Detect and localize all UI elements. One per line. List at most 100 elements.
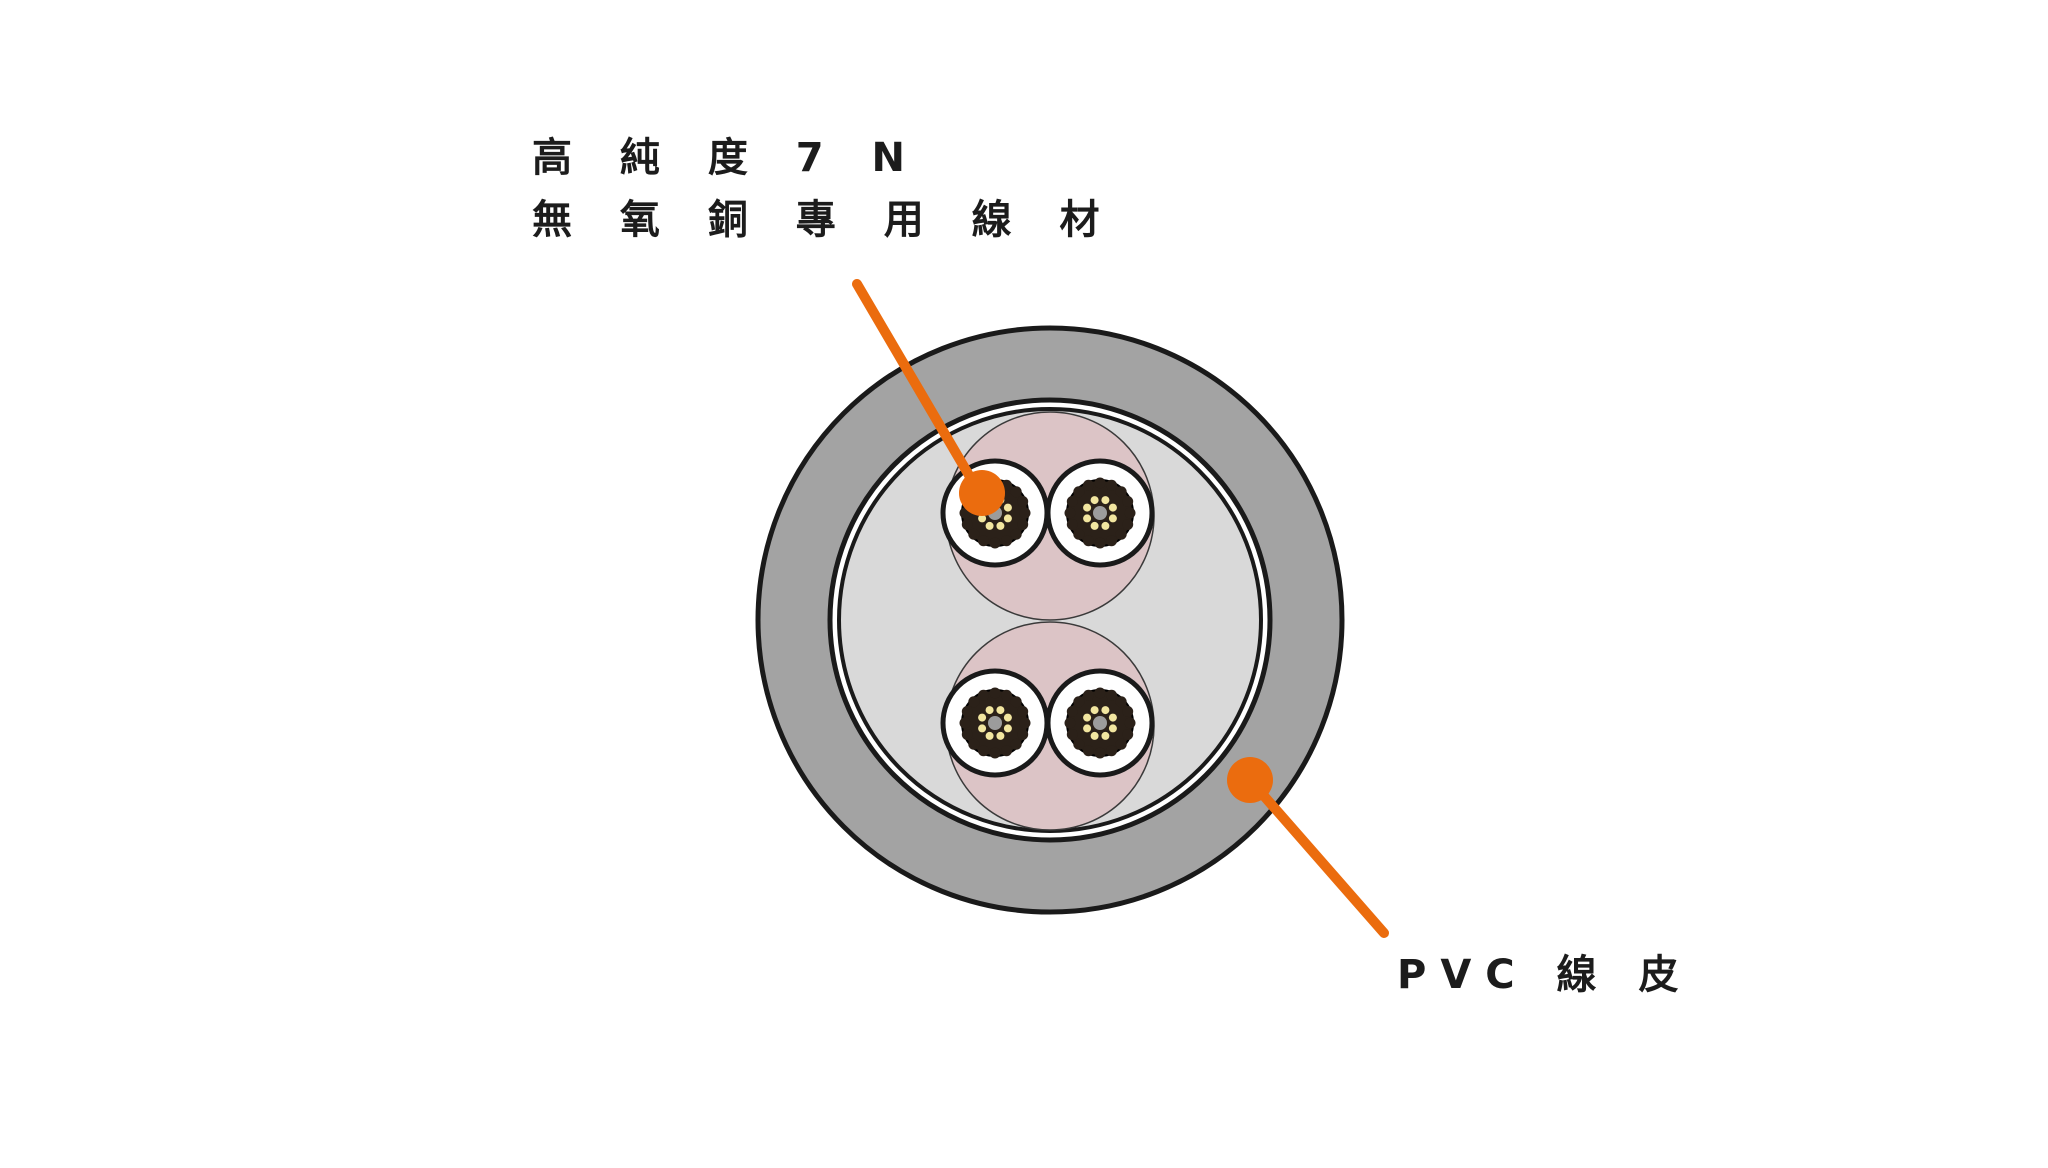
conductor-inner-strand — [1090, 706, 1099, 715]
conductor-outer-strand — [1010, 696, 1022, 708]
conductor-inner-strand — [1108, 724, 1117, 733]
conductor-3 — [940, 668, 1050, 778]
conductor-inner-strand — [1101, 521, 1110, 530]
conductor-outer-strand — [1115, 528, 1127, 540]
conductor-4 — [1045, 668, 1155, 778]
conductor-inner-strand — [1090, 496, 1099, 505]
conductor-outer-strand — [1073, 528, 1085, 540]
conductor-outer-strand — [1115, 738, 1127, 750]
conductor-outer-strand — [1073, 486, 1085, 498]
conductor-outer-strand — [968, 528, 980, 540]
conductor-outer-strand — [1124, 507, 1136, 519]
conductor-outer-strand — [1010, 738, 1022, 750]
conductor-inner-strand — [978, 724, 987, 733]
conductor-outer-strand — [1124, 717, 1136, 729]
conductor-outer-strand — [1094, 747, 1106, 759]
conductor-inner-strand — [1003, 514, 1012, 523]
conductor-inner-strand — [1090, 521, 1099, 530]
conductor-inner-strand — [1083, 503, 1092, 512]
conductor-inner-strand — [1083, 724, 1092, 733]
conductor-outer-strand — [1066, 519, 1078, 530]
conductor-outer-strand — [1122, 519, 1134, 530]
conductor-inner-strand — [985, 521, 994, 530]
conductor-inner-strand — [1101, 731, 1110, 740]
conductor-outer-strand — [1019, 717, 1031, 729]
conductor-outer-strand — [1106, 479, 1117, 491]
conductor-core — [988, 716, 1002, 730]
conductor-outer-strand — [1001, 689, 1012, 701]
conductor-outer-strand — [1001, 745, 1012, 757]
conductor-outer-strand — [961, 706, 973, 717]
conductor-inner-strand — [1003, 503, 1012, 512]
conductor-inner-strand — [1108, 503, 1117, 512]
conductor-outer-strand — [961, 519, 973, 530]
conductor-outer-strand — [978, 745, 989, 757]
conductor-outer-strand — [1064, 507, 1076, 519]
jacket-label: PVC 線 皮 — [1397, 952, 1693, 998]
conductor-outer-strand — [1083, 479, 1094, 491]
conductors — [940, 458, 1155, 778]
conductor-outer-strand — [1017, 729, 1029, 740]
conductor-inner-strand — [1108, 514, 1117, 523]
conductor-outer-strand — [1115, 696, 1127, 708]
conductor-inner-strand — [1003, 724, 1012, 733]
conductor-outer-strand — [1019, 507, 1031, 519]
conductor-outer-strand — [1106, 535, 1117, 547]
conductor-outer-strand — [1106, 689, 1117, 701]
conductor-outer-strand — [1066, 729, 1078, 740]
conductor-outer-strand — [1083, 535, 1094, 547]
conductor-inner-strand — [985, 706, 994, 715]
conductor-inner-strand — [1083, 713, 1092, 722]
conductor-outer-strand — [1094, 537, 1106, 549]
conductor-inner-strand — [978, 713, 987, 722]
conductor-outer-strand — [1115, 486, 1127, 498]
conductor-outer-strand — [1106, 745, 1117, 757]
conductor-core — [1093, 506, 1107, 520]
conductor-inner-strand — [1083, 514, 1092, 523]
conductor-outer-strand — [1094, 687, 1106, 699]
conductor-outer-strand — [1122, 729, 1134, 740]
conductor-outer-strand — [989, 687, 1001, 699]
conductor-outer-strand — [968, 738, 980, 750]
conductor-outer-strand — [1066, 496, 1078, 507]
conductor-inner-strand — [1090, 731, 1099, 740]
conductor-label-line-2: 無 氧 銅 專 用 線 材 — [532, 197, 1117, 243]
conductor-outer-strand — [1122, 496, 1134, 507]
conductor-outer-strand — [1122, 706, 1134, 717]
conductor-outer-strand — [1010, 528, 1022, 540]
conductor-core — [1093, 716, 1107, 730]
conductor-outer-strand — [959, 717, 971, 729]
conductor-inner-strand — [996, 731, 1005, 740]
conductor-outer-strand — [1073, 696, 1085, 708]
conductor-inner-strand — [1108, 713, 1117, 722]
conductor-inner-strand — [1101, 496, 1110, 505]
conductor-outer-strand — [1083, 745, 1094, 757]
conductor-outer-strand — [968, 696, 980, 708]
conductor-outer-strand — [1083, 689, 1094, 701]
conductor-outer-strand — [1064, 717, 1076, 729]
conductor-label-line-1: 高 純 度 7 N — [532, 135, 923, 181]
conductor-outer-strand — [1017, 706, 1029, 717]
conductor-outer-strand — [1017, 519, 1029, 530]
conductor-outer-strand — [1017, 496, 1029, 507]
conductor-inner-strand — [978, 514, 987, 523]
conductor-outer-strand — [1094, 477, 1106, 489]
conductor-outer-strand — [978, 535, 989, 547]
jacket-callout-line — [1245, 775, 1389, 938]
conductor-outer-strand — [989, 747, 1001, 759]
conductor-2 — [1045, 458, 1155, 568]
conductor-outer-strand — [1073, 738, 1085, 750]
conductor-outer-strand — [1066, 706, 1078, 717]
conductor-inner-strand — [996, 521, 1005, 530]
conductor-outer-strand — [961, 729, 973, 740]
conductor-callout-line — [852, 279, 985, 499]
conductor-outer-strand — [989, 537, 1001, 549]
conductor-inner-strand — [996, 706, 1005, 715]
conductor-callout-dot — [959, 470, 1005, 516]
conductor-inner-strand — [985, 731, 994, 740]
conductor-outer-strand — [1001, 535, 1012, 547]
conductor-inner-strand — [1101, 706, 1110, 715]
conductor-outer-strand — [1010, 486, 1022, 498]
